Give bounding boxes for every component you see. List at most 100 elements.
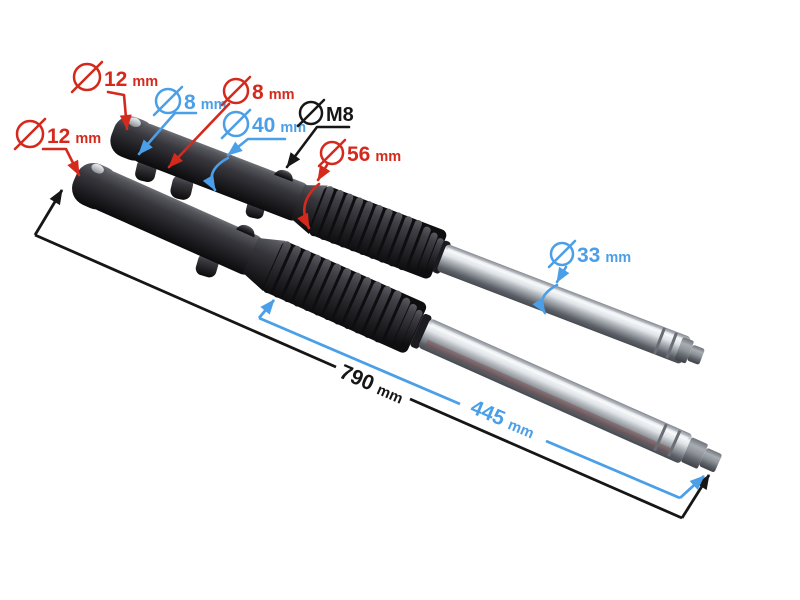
dimension-line (258, 316, 461, 406)
bellows (263, 241, 427, 353)
bellows-rib (329, 193, 354, 244)
bellows-rib (283, 250, 311, 303)
bellows-rib (303, 259, 332, 312)
callout-value: 8 (184, 91, 196, 114)
bellows-rib (402, 309, 423, 346)
bellows-rib (398, 219, 423, 271)
tube-groove (665, 332, 678, 359)
callout-label: 12 mm (47, 125, 101, 148)
callout-unit: mm (132, 74, 158, 90)
bellows-rib (353, 281, 382, 334)
callout-label: M8 (326, 104, 354, 126)
leader-arrow (285, 125, 351, 169)
leader-arrow (106, 90, 132, 131)
callout-value: 40 (252, 114, 275, 137)
callout-dia56: 56 mm (297, 138, 401, 230)
chrome-highlight (430, 322, 689, 441)
callout-m8: M8 (285, 98, 354, 169)
fork-leg-lower (72, 162, 722, 472)
bellows-rib (343, 277, 372, 329)
dimension-unit: mm (505, 416, 536, 442)
callout-unit: mm (269, 87, 295, 103)
lower-leg-body (91, 171, 264, 275)
tube-end-nub (699, 448, 722, 472)
leader-arrow (167, 102, 231, 169)
diameter-icon (220, 75, 252, 107)
bellows-rib (313, 263, 342, 316)
bellows-rib (385, 297, 411, 345)
bellows-rib (373, 290, 402, 343)
callout-value: M8 (326, 104, 354, 126)
callout-unit: mm (75, 131, 101, 147)
chrome-reflection (424, 339, 671, 454)
bellows-rib (408, 226, 431, 272)
bellows-rib (368, 208, 393, 259)
callout-value: 56 (347, 143, 370, 166)
diameter-icon (547, 239, 577, 269)
dimension-label-445: 445mm (467, 396, 538, 444)
bellows-rib (273, 245, 301, 298)
bellows-rib (378, 212, 403, 263)
dimension-arrow (257, 299, 276, 319)
axle-stub (91, 163, 104, 174)
bellows-rib (418, 232, 438, 272)
leader-arrow (226, 137, 287, 157)
mount-lug (170, 174, 194, 200)
leader-arrow (41, 147, 81, 177)
dimension-arrow (680, 474, 711, 519)
bellows-rib (309, 186, 334, 237)
tube-groove (653, 327, 666, 355)
diameter-icon (152, 85, 184, 117)
diameter-arc-arrow (297, 182, 321, 230)
tube-end-step (681, 437, 708, 469)
callout-dia8-red: 8 mm (167, 75, 294, 169)
callout-value: 33 (577, 244, 600, 267)
bellows-rib (394, 303, 417, 345)
callout-dia33: 33 mm (532, 239, 631, 315)
bellows-rib (323, 268, 352, 320)
bellows-rib (293, 254, 322, 307)
bellows (308, 186, 447, 279)
diameter-icon (220, 108, 252, 140)
leader-arrow (316, 163, 331, 182)
diameter-arc-arrow (202, 156, 230, 192)
m8-boss (236, 224, 255, 238)
diameter-icon (317, 138, 347, 168)
leader-arrow (555, 265, 570, 284)
bellows-rib (349, 201, 374, 252)
callout-dia12-left: 12 mm (13, 117, 101, 177)
bellows-rib (319, 189, 344, 240)
bellows-rib (388, 216, 413, 267)
dimension-arrow (33, 189, 64, 236)
bellows-rib (426, 238, 444, 272)
dimension-unit: mm (374, 381, 405, 407)
bellows-cone (242, 238, 286, 292)
bellows-clamp (410, 313, 432, 349)
dimension-arrow (679, 474, 705, 500)
dimension-line (409, 397, 683, 520)
callout-value: 12 (47, 125, 70, 148)
chrome-stanchion-tube (418, 319, 722, 472)
bellows-rib (358, 204, 383, 256)
fork-leg-upper (110, 116, 705, 365)
callout-unit: mm (375, 149, 401, 165)
chrome-highlight (447, 247, 688, 343)
m8-boss (273, 169, 293, 182)
callout-label: 56 mm (347, 143, 401, 166)
dimension-line (545, 439, 681, 500)
tube-end-step (674, 337, 694, 364)
bellows-rib (363, 286, 392, 338)
tube-groove (653, 423, 668, 452)
bellows-rib (263, 241, 291, 294)
diameter-icon (70, 60, 104, 94)
callout-unit: mm (605, 250, 631, 266)
diameter-arc-arrow (532, 283, 559, 315)
